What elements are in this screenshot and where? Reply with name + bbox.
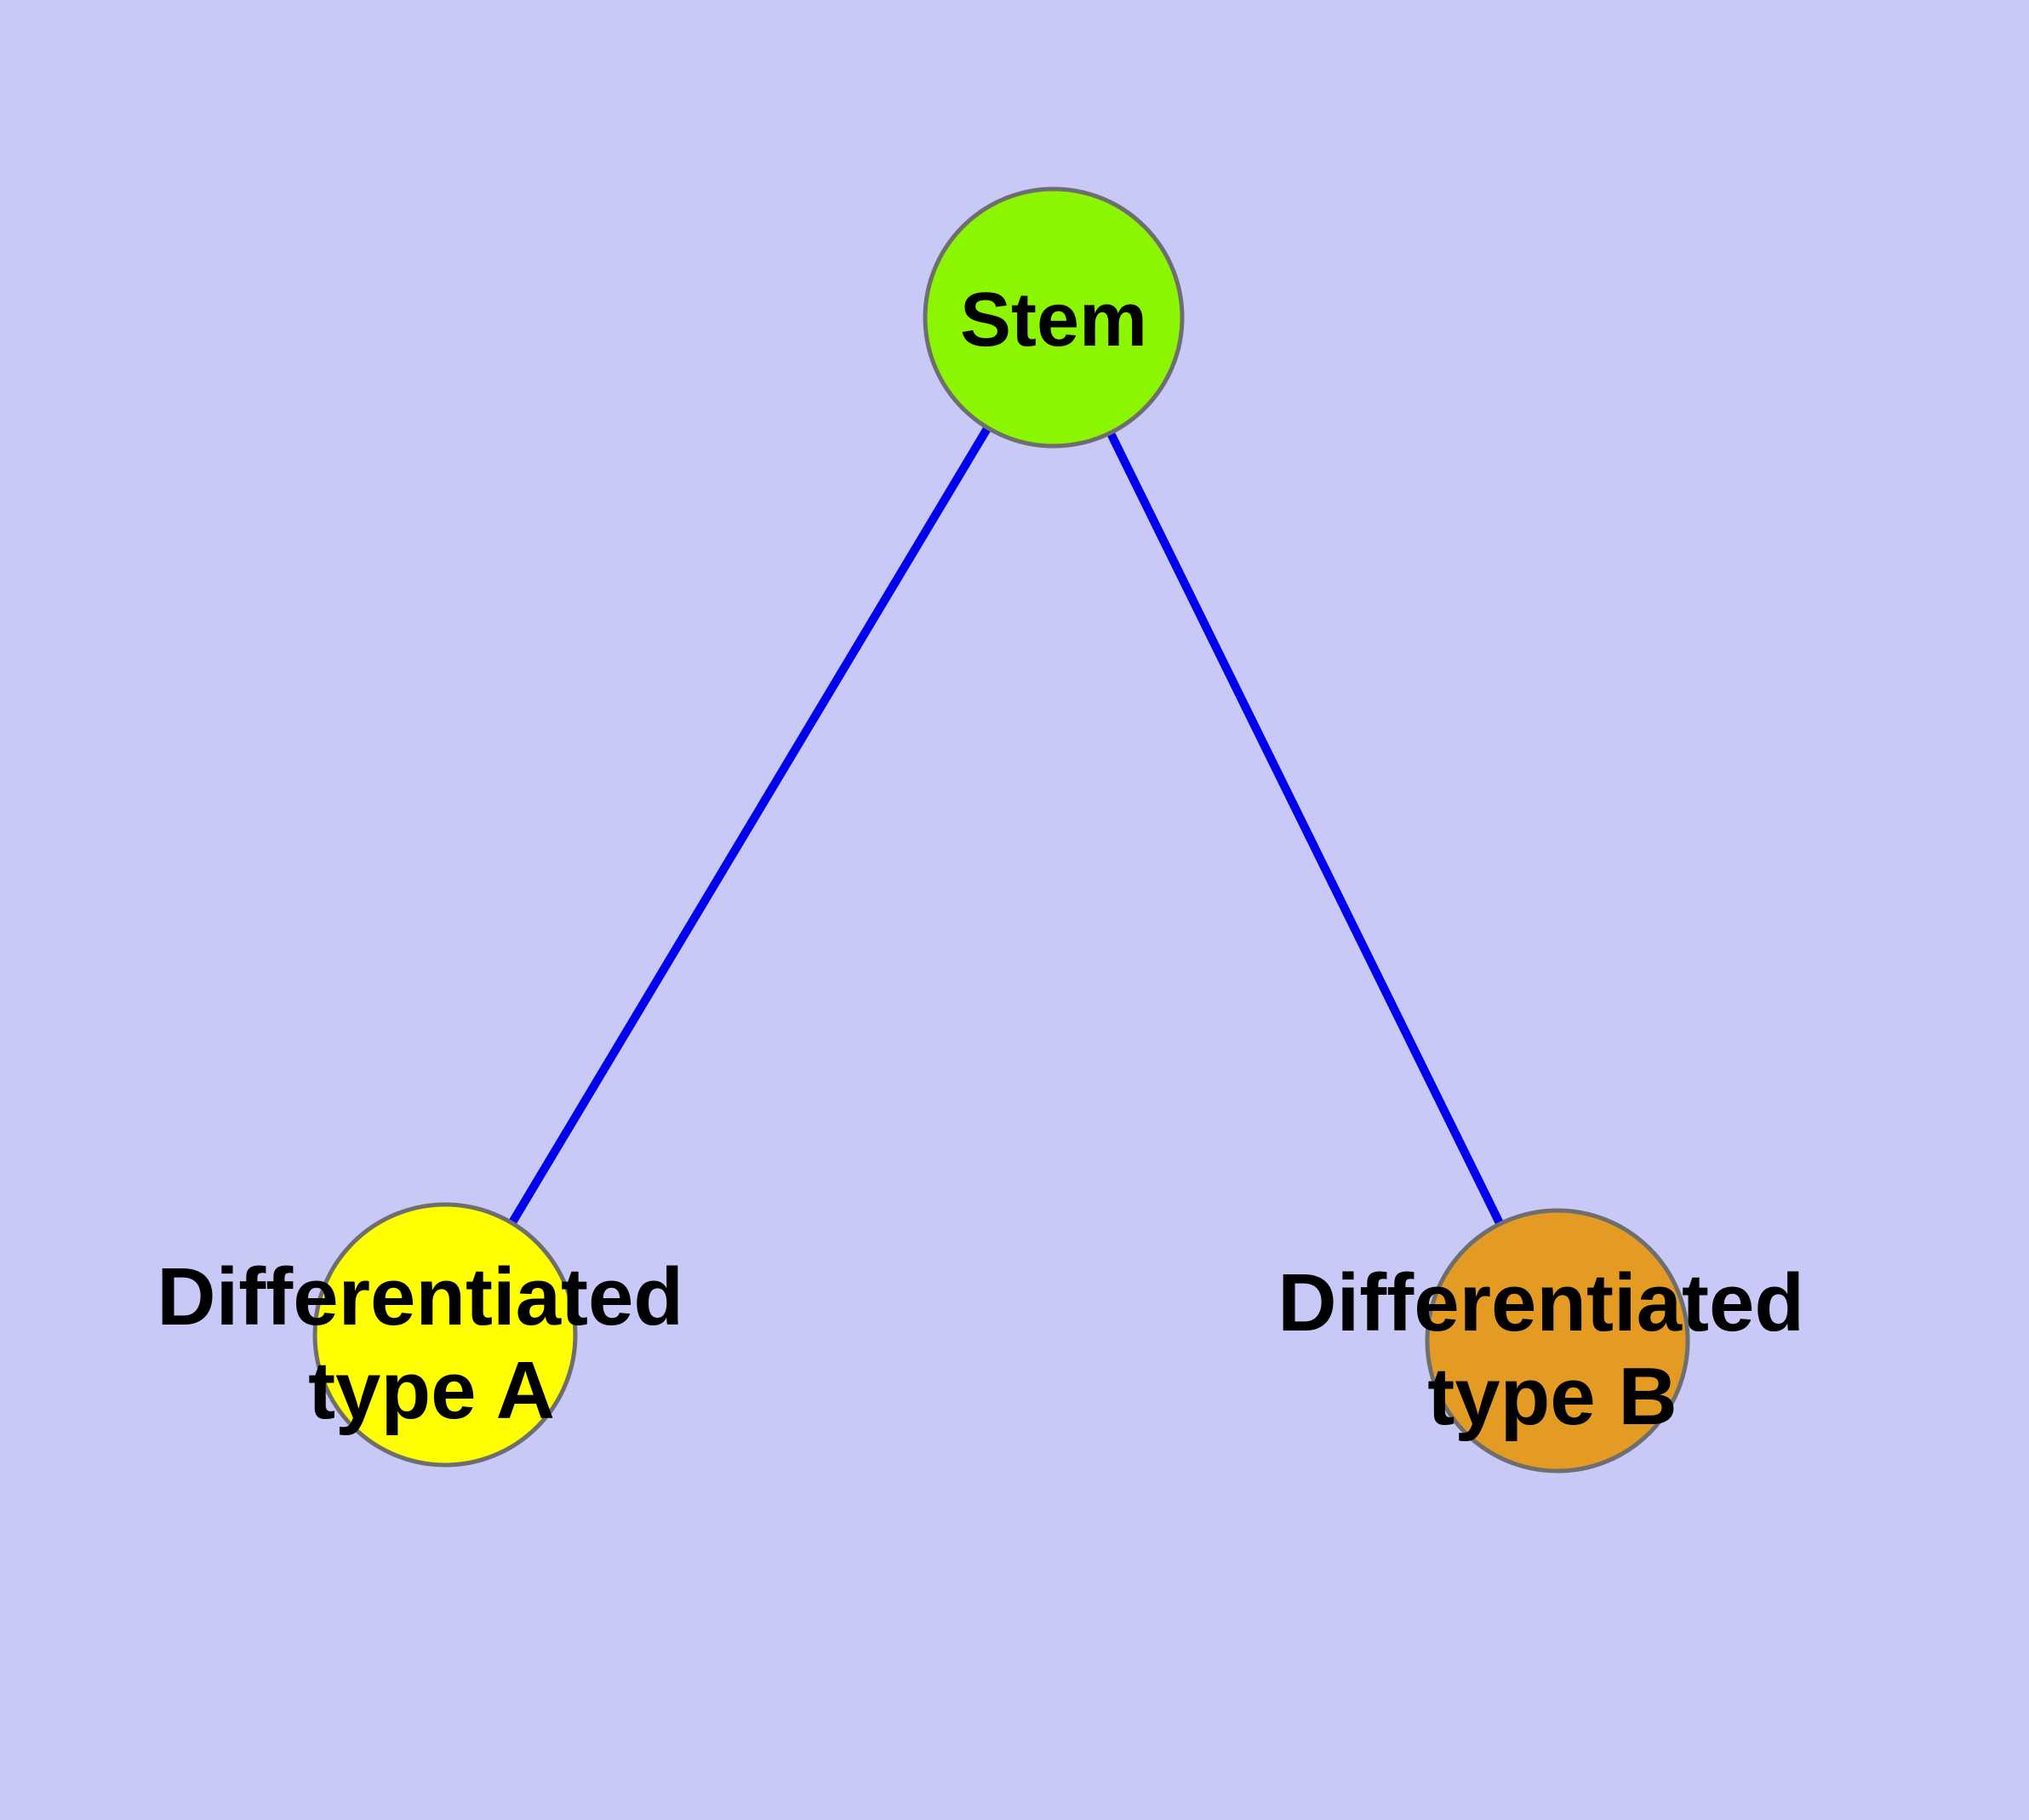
edge-stem-to-type-a [441, 315, 1058, 1337]
node-type-a-label-line-1: Differentiated [157, 1251, 683, 1342]
node-type-b-label-line-2: type B [1427, 1351, 1677, 1442]
node-differentiated-type-b[interactable]: Differentiated type B [1277, 1208, 1826, 1474]
edge-stem-to-type-b [1049, 315, 1562, 1343]
node-stem[interactable]: Stem [923, 186, 1185, 449]
node-type-b-label: Differentiated type B [1277, 1257, 1826, 1442]
node-differentiated-type-a[interactable]: Differentiated type A [157, 1202, 706, 1468]
node-type-a-label-line-2: type A [308, 1345, 555, 1436]
node-type-b-label-line-1: Differentiated [1277, 1257, 1804, 1348]
node-type-a-label: Differentiated type A [157, 1251, 706, 1436]
node-stem-circle[interactable] [923, 186, 1185, 449]
node-type-b-circle[interactable] [1425, 1208, 1690, 1474]
node-stem-label: Stem [960, 278, 1147, 363]
node-type-a-circle[interactable] [312, 1202, 578, 1468]
